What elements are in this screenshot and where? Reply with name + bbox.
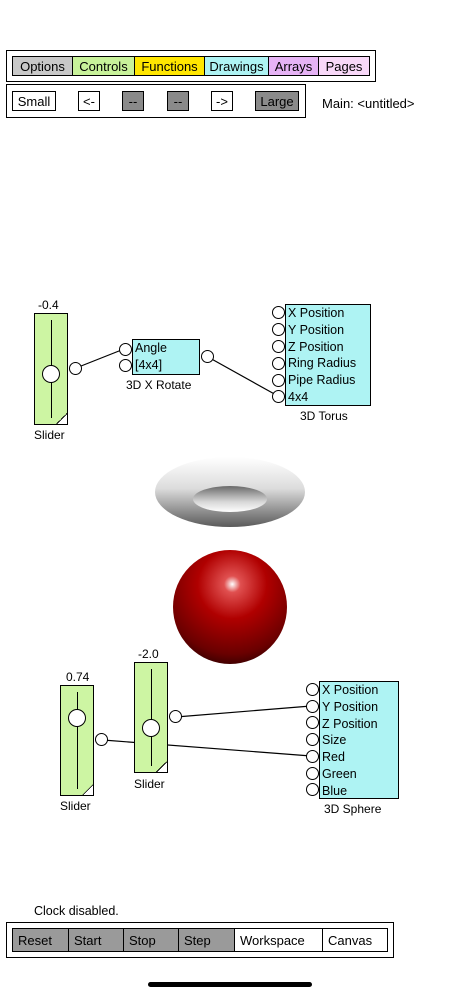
rotate-output-port[interactable]	[201, 350, 214, 363]
slider1-knob[interactable]	[42, 365, 60, 383]
page-title: Main: <untitled>	[322, 96, 415, 111]
slider3-knob[interactable]	[142, 719, 160, 737]
torus-port-pipe-radius[interactable]	[272, 374, 285, 387]
menu-controls-button[interactable]: Controls	[73, 57, 135, 75]
sphere-shape	[173, 550, 287, 664]
reset-button[interactable]: Reset	[13, 929, 69, 951]
stop-button[interactable]: Stop	[124, 929, 179, 951]
rotate-angle-port[interactable]	[119, 343, 132, 356]
zoom-small-button[interactable]: Small	[12, 91, 56, 111]
slider3-output-port[interactable]	[169, 710, 182, 723]
torus-port-ring-radius[interactable]	[272, 357, 285, 370]
sphere-port-y[interactable]	[306, 700, 319, 713]
torus-port-x[interactable]	[272, 306, 285, 319]
torus-port-y[interactable]	[272, 323, 285, 336]
category-menu-bar: Options Controls Functions Drawings Arra…	[6, 50, 376, 82]
control-bar: Reset Start Stop Step Workspace Canvas	[6, 922, 394, 958]
menu-arrays-button[interactable]: Arrays	[269, 57, 319, 75]
sphere-port-red[interactable]	[306, 750, 319, 763]
render-canvas	[155, 457, 305, 664]
torus-node[interactable]: X Position Y Position Z Position Ring Ra…	[285, 304, 371, 406]
workspace-button[interactable]: Workspace	[235, 929, 323, 951]
slider3-value: -2.0	[138, 647, 159, 661]
sphere-node[interactable]: X Position Y Position Z Position Size Re…	[319, 681, 399, 799]
rotate-input-matrix: [4x4]	[135, 357, 163, 372]
slider1-label: Slider	[34, 428, 65, 442]
slider1-node[interactable]	[34, 313, 68, 425]
sphere-input-red: Red	[322, 750, 345, 765]
slider2-track	[77, 692, 78, 789]
sphere-input-x: X Position	[322, 683, 379, 697]
sphere-input-y: Y Position	[322, 699, 379, 714]
wire-rotate-torus	[207, 356, 279, 397]
slider3-track	[151, 669, 152, 766]
wire-slider3-sphere	[175, 705, 312, 718]
torus-input-z: Z Position	[288, 339, 344, 354]
slider3-node[interactable]	[134, 662, 168, 773]
slider3-resize-handle[interactable]	[156, 761, 167, 772]
zoom-next-button[interactable]: ->	[211, 91, 233, 111]
sphere-port-x[interactable]	[306, 683, 319, 696]
sphere-port-blue[interactable]	[306, 783, 319, 796]
menu-functions-button[interactable]: Functions	[135, 57, 205, 75]
sphere-port-size[interactable]	[306, 733, 319, 746]
rotate-input-angle: Angle	[135, 341, 167, 355]
slider2-output-port[interactable]	[95, 733, 108, 746]
zoom-previous-button[interactable]: <-	[78, 91, 100, 111]
torus-label: 3D Torus	[300, 409, 348, 423]
slider1-resize-handle[interactable]	[56, 413, 67, 424]
menu-drawings-button[interactable]: Drawings	[205, 57, 269, 75]
sphere-label: 3D Sphere	[324, 802, 382, 816]
home-indicator[interactable]	[148, 982, 312, 987]
zoom-level-button-1[interactable]: --	[122, 91, 144, 111]
torus-input-ring-radius: Ring Radius	[288, 356, 357, 371]
torus-port-matrix[interactable]	[272, 390, 285, 403]
zoom-large-button[interactable]: Large	[255, 91, 299, 111]
rotate-label: 3D X Rotate	[126, 378, 192, 392]
slider2-value: 0.74	[66, 670, 90, 684]
sphere-port-z[interactable]	[306, 716, 319, 729]
slider2-resize-handle[interactable]	[82, 784, 93, 795]
torus-shape	[155, 457, 305, 527]
slider2-knob[interactable]	[68, 709, 86, 727]
menu-pages-button[interactable]: Pages	[319, 57, 369, 75]
step-button[interactable]: Step	[179, 929, 235, 951]
zoom-bar: Small <- -- -- -> Large	[6, 84, 306, 118]
slider3-label: Slider	[134, 777, 165, 791]
zoom-level-button-2[interactable]: --	[167, 91, 189, 111]
control-buttons: Reset Start Stop Step Workspace Canvas	[12, 928, 388, 952]
torus-input-matrix: 4x4	[288, 389, 309, 404]
sphere-input-blue: Blue	[322, 783, 348, 798]
sphere-input-z: Z Position	[322, 716, 378, 731]
slider2-label: Slider	[60, 799, 91, 813]
sphere-input-size: Size	[322, 733, 347, 748]
wire-slider1-rotate	[75, 348, 125, 369]
menu-options-button[interactable]: Options	[13, 57, 73, 75]
torus-input-y: Y Position	[288, 322, 345, 337]
start-button[interactable]: Start	[69, 929, 124, 951]
slider1-output-port[interactable]	[69, 362, 82, 375]
slider1-value: -0.4	[38, 298, 59, 312]
torus-input-x: X Position	[288, 306, 345, 320]
slider2-node[interactable]	[60, 685, 94, 796]
rotate-node[interactable]: Angle [4x4]	[132, 339, 200, 375]
sphere-input-green: Green	[322, 766, 357, 781]
clock-status: Clock disabled.	[34, 904, 119, 918]
sphere-port-green[interactable]	[306, 767, 319, 780]
rotate-matrix-port[interactable]	[119, 359, 132, 372]
canvas-button[interactable]: Canvas	[323, 929, 387, 951]
torus-input-pipe-radius: Pipe Radius	[288, 373, 356, 388]
torus-port-z[interactable]	[272, 340, 285, 353]
category-menu: Options Controls Functions Drawings Arra…	[12, 56, 370, 76]
